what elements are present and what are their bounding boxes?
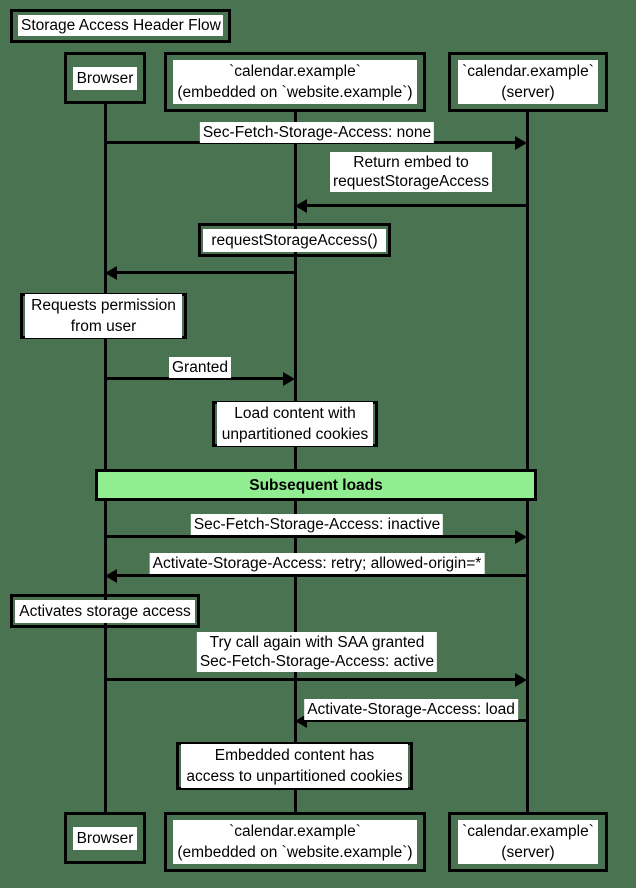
arrow-head-m5 [515,529,527,544]
arrow-head-m7 [515,672,527,687]
participant-embedded-label-bottom: `calendar.example` (embedded on `website… [173,820,417,864]
lifeline-embedded [294,112,297,812]
participant-embedded-top[interactable]: `calendar.example` (embedded on `website… [164,52,426,112]
participant-browser-top[interactable]: Browser [64,52,146,104]
participant-browser-label: Browser [72,66,138,90]
note-embedded-content-access-text: Embedded content has access to unpartiti… [181,744,408,788]
message-line-m3 [117,271,295,274]
message-label-m2: Return embed to requestStorageAccess [330,152,492,192]
participant-browser-bottom[interactable]: Browser [64,812,146,864]
message-label-m5: Sec-Fetch-Storage-Access: inactive [190,514,444,535]
participant-embedded-label: `calendar.example` (embedded on `website… [173,60,417,104]
arrow-head-m2 [295,198,307,213]
message-label-m6: Activate-Storage-Access: retry; allowed-… [149,553,485,574]
note-load-content-text: Load content with unpartitioned cookies [217,402,373,446]
participant-browser-label-bottom: Browser [72,826,138,850]
section-subsequent-loads: Subsequent loads [95,469,537,501]
participant-server-bottom[interactable]: `calendar.example` (server) [448,812,608,872]
arrow-head-m8 [295,713,307,728]
section-subsequent-loads-label: Subsequent loads [249,476,383,494]
message-line-m8 [307,719,527,722]
participant-server-label-bottom: `calendar.example` (server) [458,820,598,864]
lifeline-server [526,112,529,812]
message-line-m2 [307,204,527,207]
arrow-head-m6 [105,568,117,583]
message-label-m1: Sec-Fetch-Storage-Access: none [199,122,435,143]
page-title: Storage Access Header Flow [18,15,223,36]
participant-embedded-bottom[interactable]: `calendar.example` (embedded on `website… [164,812,426,872]
message-label-m4: Granted [168,357,232,378]
arrow-head-m1 [515,135,527,150]
diagram-title-frame: Storage Access Header Flow [10,9,231,43]
note-load-content: Load content with unpartitioned cookies [212,401,378,447]
message-label-m3: requestStorageAccess() [203,228,386,252]
message-line-m7 [105,678,515,681]
note-embedded-content-access: Embedded content has access to unpartiti… [176,742,413,790]
arrow-head-m3 [105,265,117,280]
note-requests-permission-text: Requests permission from user [25,294,182,338]
note-requests-permission: Requests permission from user [20,293,187,339]
participant-server-top[interactable]: `calendar.example` (server) [448,52,608,112]
message-label-m7: Try call again with SAA granted Sec-Fetc… [196,632,438,672]
note-activates-storage-access: Activates storage access [10,594,200,628]
lifeline-browser [104,104,107,812]
note-activates-storage-access-text: Activates storage access [15,599,195,623]
message-label-m3-box: requestStorageAccess() [198,223,391,257]
message-line-m4 [105,377,283,380]
message-label-m8: Activate-Storage-Access: load [304,699,518,720]
arrow-head-m4 [283,371,295,386]
message-line-m6 [117,574,527,577]
participant-server-label: `calendar.example` (server) [458,60,598,104]
message-line-m5 [105,535,515,538]
